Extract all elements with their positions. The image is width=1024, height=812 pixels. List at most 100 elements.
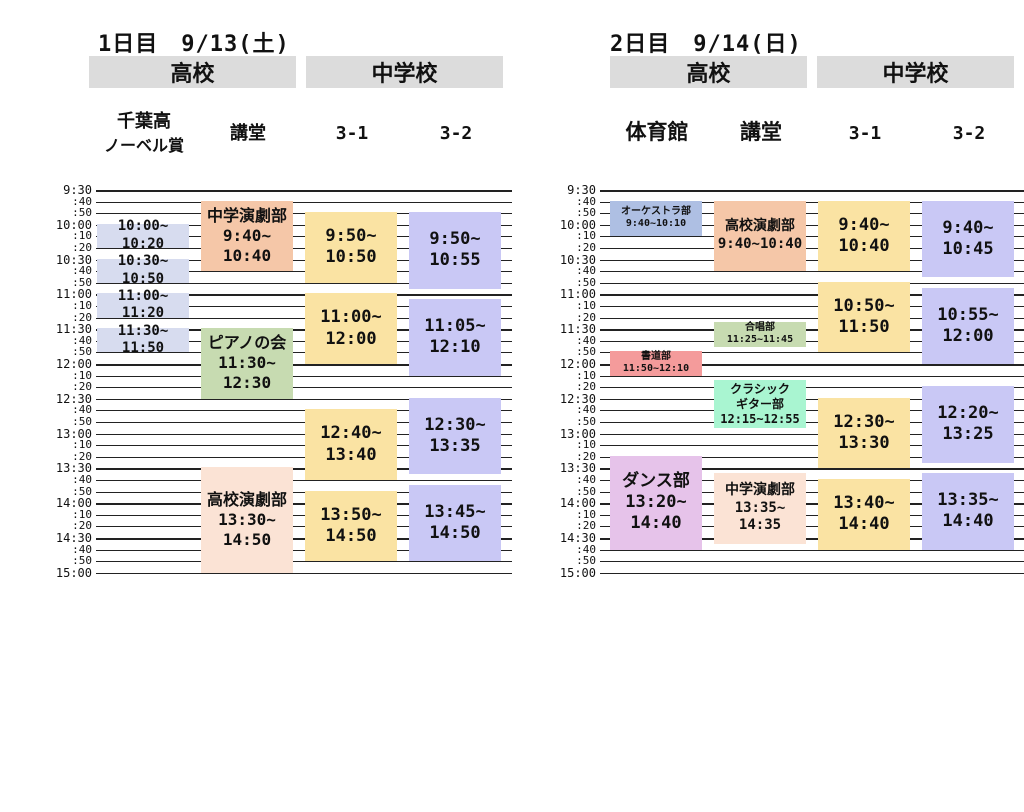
- day2-grid-line: [600, 224, 1024, 227]
- day2-time-label: 13:30: [559, 461, 596, 476]
- day1-time-label: :50: [72, 484, 92, 498]
- day2-grid-line: [600, 572, 1024, 575]
- day1-grid-line: [96, 329, 512, 331]
- day2-grid-line: [600, 398, 1024, 401]
- day2-group-high: 高校: [610, 56, 807, 88]
- event-line: 13:35: [429, 435, 481, 456]
- day1-time-label: 11:30: [55, 322, 92, 337]
- day1-time-label: 13:30: [55, 461, 92, 476]
- day1-time-label: 12:30: [55, 391, 92, 406]
- day2-time-label: :40: [576, 333, 596, 347]
- day1-event[interactable]: 13:50~14:50: [305, 490, 397, 562]
- day2-grid-line: [600, 259, 1024, 262]
- day1-event[interactable]: 12:30~13:35: [409, 397, 501, 475]
- event-line: 高校演劇部: [206, 490, 287, 510]
- day1-event[interactable]: 11:05~12:10: [409, 299, 501, 376]
- day1-grid-line: [96, 364, 512, 366]
- event-line: 10:40: [222, 245, 272, 265]
- day1-time-label: :50: [72, 206, 92, 220]
- event-line: 11:00~: [117, 287, 169, 304]
- day2-time-label: :20: [576, 380, 596, 394]
- event-line: 12:30~: [833, 411, 895, 432]
- day1-grid-line: [96, 340, 512, 342]
- day2-event[interactable]: 12:20~13:25: [922, 386, 1014, 463]
- day2-grid-line: [600, 526, 1024, 528]
- day1-grid-line: [96, 375, 512, 377]
- day1-event[interactable]: 11:00~11:20: [97, 288, 189, 321]
- event-line: ダンス部: [622, 470, 690, 491]
- event-line: 10:50: [121, 270, 165, 287]
- day2-event[interactable]: 9:40~10:45: [922, 200, 1014, 277]
- day1-grid-line: [96, 561, 512, 563]
- event-line: 13:45~: [424, 501, 486, 522]
- day1-grid-line: [96, 526, 512, 528]
- day1-time-label: :20: [72, 519, 92, 533]
- day1-grid-line: [96, 468, 512, 470]
- day2-event[interactable]: 9:40~10:40: [818, 200, 910, 272]
- event-line: 14:40: [630, 513, 682, 534]
- event-line: 11:25~11:45: [726, 334, 794, 346]
- event-line: 10:00~: [117, 218, 169, 235]
- day2-event[interactable]: 12:30~13:30: [818, 397, 910, 469]
- event-line: 書道部: [641, 350, 671, 362]
- event-line: 9:50~: [325, 226, 377, 247]
- day1-event[interactable]: 9:50~10:55: [409, 212, 501, 289]
- day1-event[interactable]: 10:30~10:50: [97, 253, 189, 287]
- day2-time-label: 11:00: [559, 287, 596, 302]
- day2-time-label: :50: [576, 275, 596, 289]
- day2-time-label: :10: [576, 438, 596, 452]
- day1-grid-line: [96, 387, 512, 389]
- event-line: 中学演劇部: [206, 205, 287, 225]
- event-line: 13:35~: [937, 490, 999, 511]
- day2-time-label: :40: [576, 194, 596, 208]
- day2-time-label: 12:30: [559, 391, 596, 406]
- day1-col-3-2: 3-2: [439, 123, 473, 144]
- day2-grid-line: [600, 422, 1024, 423]
- day1-grid-line: [96, 422, 512, 423]
- day1-event[interactable]: 11:00~12:00: [305, 293, 397, 364]
- day2-time-label: 15:00: [559, 565, 596, 580]
- day2-event[interactable]: 10:55~12:00: [922, 287, 1014, 364]
- day2-grid-line: [600, 329, 1024, 331]
- day1-event[interactable]: 12:40~13:40: [305, 409, 397, 480]
- day2-event[interactable]: 13:35~14:40: [922, 473, 1014, 550]
- day1-event[interactable]: 11:30~11:50: [97, 323, 189, 356]
- day2-grid-line: [600, 538, 1024, 540]
- day1-time-label: :40: [72, 403, 92, 417]
- day1-event[interactable]: 9:50~10:50: [305, 212, 397, 283]
- event-line: 合唱部: [745, 321, 775, 333]
- event-line: 中学演劇部: [725, 482, 795, 499]
- event-line: 12:15~12:55: [720, 411, 800, 426]
- event-line: 10:45: [942, 238, 994, 259]
- day2-event[interactable]: 13:40~14:40: [818, 479, 910, 550]
- day2-grid-line: [600, 561, 1024, 563]
- day1-time-label: :40: [72, 194, 92, 208]
- event-line: 13:40: [325, 444, 377, 465]
- day2-col-3-1: 3-1: [848, 123, 882, 144]
- day1-time-label: :20: [72, 449, 92, 463]
- event-line: ギター部: [735, 396, 784, 411]
- day2-time-label: 13:00: [559, 426, 596, 441]
- event-line: 10:30~: [117, 253, 169, 270]
- event-line: 11:30~: [117, 322, 169, 339]
- day2-time-label: 10:00: [559, 217, 596, 232]
- day1-event[interactable]: 10:00~10:20: [97, 218, 189, 252]
- day2-grid-line: [600, 503, 1024, 505]
- day1-event[interactable]: 13:45~14:50: [409, 484, 501, 562]
- event-line: 9:40~10:10: [625, 218, 687, 230]
- event-line: 9:40~: [942, 217, 994, 238]
- event-line: 13:25: [942, 424, 994, 445]
- day2-event[interactable]: 10:50~11:50: [818, 281, 910, 353]
- event-line: 14:35: [738, 517, 782, 534]
- event-line: 13:30~: [218, 510, 276, 530]
